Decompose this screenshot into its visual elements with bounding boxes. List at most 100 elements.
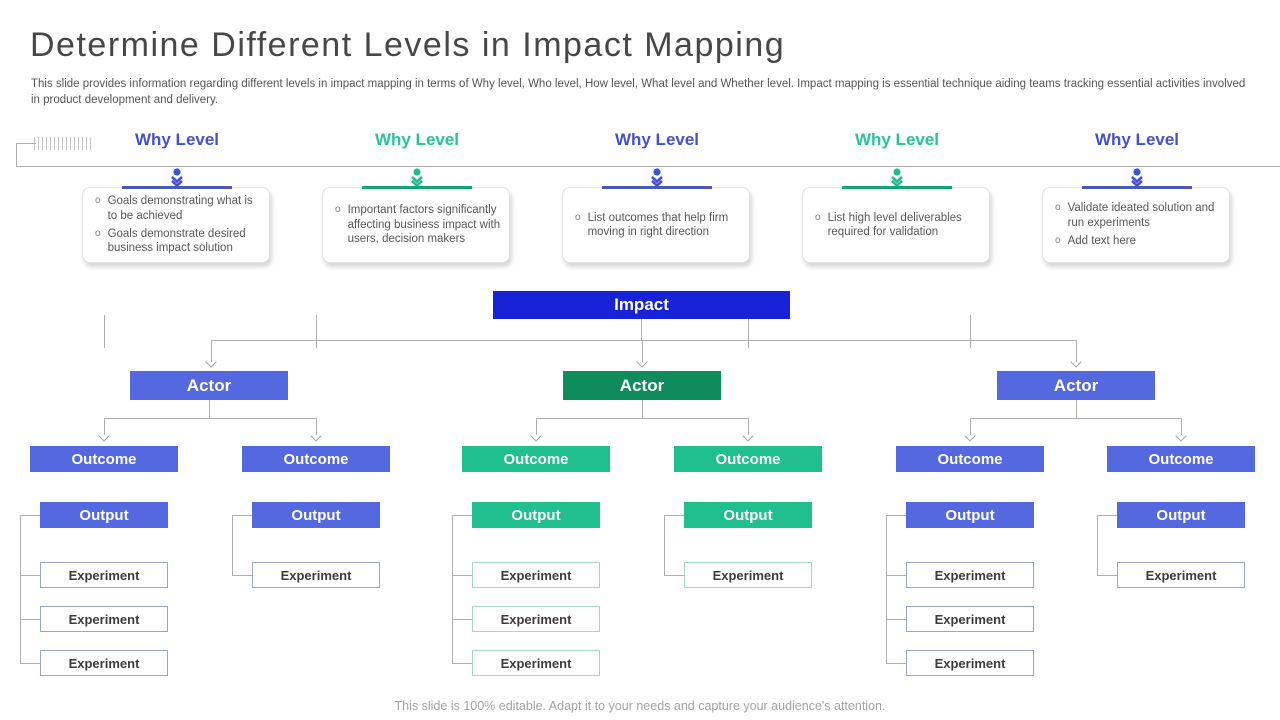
connector — [104, 418, 105, 435]
connector — [886, 575, 906, 576]
connector — [970, 418, 1181, 419]
connector — [316, 418, 317, 435]
card-accent-bar — [602, 186, 712, 189]
slide-description: This slide provides information regardin… — [31, 78, 1246, 106]
output-node: Output — [472, 502, 600, 528]
bullet-text: List outcomes that help firm moving in r… — [587, 211, 729, 238]
output-node: Output — [40, 502, 168, 528]
experiment-node: Experiment — [40, 562, 168, 588]
double-chevron-down-icon — [802, 166, 992, 188]
connector — [642, 340, 643, 362]
output-node: Output — [906, 502, 1034, 528]
why-level-heading: Why Level — [614, 130, 700, 149]
connector — [232, 575, 252, 576]
experiment-node: Experiment — [472, 562, 600, 588]
connector — [20, 515, 21, 663]
why-level-column: Why Level o List outcomes that help firm … — [562, 130, 752, 263]
connector — [886, 515, 906, 516]
why-level-column: Why Level o Goals demonstrating what is t… — [82, 130, 272, 263]
connector — [641, 319, 642, 340]
bullet-marker: o — [1055, 235, 1061, 247]
arrow-down-icon — [636, 356, 648, 368]
connector — [1076, 400, 1077, 418]
connector — [20, 515, 40, 516]
outcome-node: Outcome — [462, 446, 610, 472]
connector — [104, 315, 105, 348]
arrow-down-icon — [742, 430, 754, 442]
why-level-heading: Why Level — [854, 130, 940, 149]
experiment-node: Experiment — [252, 562, 380, 588]
experiment-node: Experiment — [906, 562, 1034, 588]
bullet-marker: o — [95, 195, 101, 207]
double-chevron-down-icon — [562, 166, 752, 188]
arrow-down-icon — [1070, 356, 1082, 368]
connector — [1097, 515, 1098, 575]
connector — [20, 575, 40, 576]
connector — [452, 515, 472, 516]
bullet-marker: o — [575, 211, 581, 223]
double-chevron-down-icon — [1042, 166, 1232, 188]
connector — [970, 418, 971, 435]
connector — [232, 515, 233, 575]
connector — [316, 315, 317, 348]
connector — [642, 400, 643, 418]
connector — [16, 143, 17, 166]
connector — [664, 515, 684, 516]
page-title: Determine Different Levels in Impact Map… — [30, 26, 786, 64]
connector — [664, 515, 665, 575]
bullet-marker: o — [335, 204, 341, 216]
outcome-node: Outcome — [896, 446, 1044, 472]
output-node: Output — [1117, 502, 1245, 528]
connector — [1097, 515, 1117, 516]
connector — [20, 619, 40, 620]
bullet-text: Goals demonstrating what is to be achiev… — [107, 195, 253, 222]
arrow-down-icon — [964, 430, 976, 442]
connector — [16, 143, 36, 144]
experiment-node: Experiment — [906, 650, 1034, 676]
connector — [970, 315, 971, 348]
experiment-node: Experiment — [472, 606, 600, 632]
why-level-heading: Why Level — [134, 130, 220, 149]
arrow-down-icon — [1175, 430, 1187, 442]
connector — [748, 315, 749, 348]
card-accent-bar — [362, 186, 472, 189]
double-chevron-down-icon — [322, 166, 512, 188]
outcome-node: Outcome — [1107, 446, 1255, 472]
experiment-node: Experiment — [472, 650, 600, 676]
bullet-marker: o — [815, 211, 821, 223]
footer-note: This slide is 100% editable. Adapt it to… — [394, 699, 886, 713]
experiment-node: Experiment — [40, 606, 168, 632]
why-level-card: o Goals demonstrating what is to be achie… — [82, 186, 270, 263]
arrow-down-icon — [205, 356, 217, 368]
impact-node: Impact — [493, 291, 790, 319]
bullet-item: o Add text here — [1055, 234, 1221, 248]
connector — [1076, 340, 1077, 362]
bullet-item: o List outcomes that help firm moving in … — [575, 211, 741, 240]
double-chevron-down-icon — [82, 166, 272, 188]
connector — [1181, 418, 1182, 435]
bullet-text: Add text here — [1067, 235, 1136, 248]
connector — [664, 575, 684, 576]
ruler-hash-icon — [34, 137, 92, 150]
experiment-node: Experiment — [684, 562, 812, 588]
why-level-heading: Why Level — [374, 130, 460, 149]
connector — [104, 418, 316, 419]
outcome-node: Outcome — [30, 446, 178, 472]
arrow-down-icon — [98, 430, 110, 442]
connector — [232, 515, 252, 516]
output-node: Output — [684, 502, 812, 528]
experiment-node: Experiment — [40, 650, 168, 676]
bullet-marker: o — [95, 228, 101, 239]
card-accent-bar — [1082, 186, 1192, 189]
bullet-text: Goals demonstrate desired business impac… — [107, 228, 246, 255]
arrow-down-icon — [530, 430, 542, 442]
